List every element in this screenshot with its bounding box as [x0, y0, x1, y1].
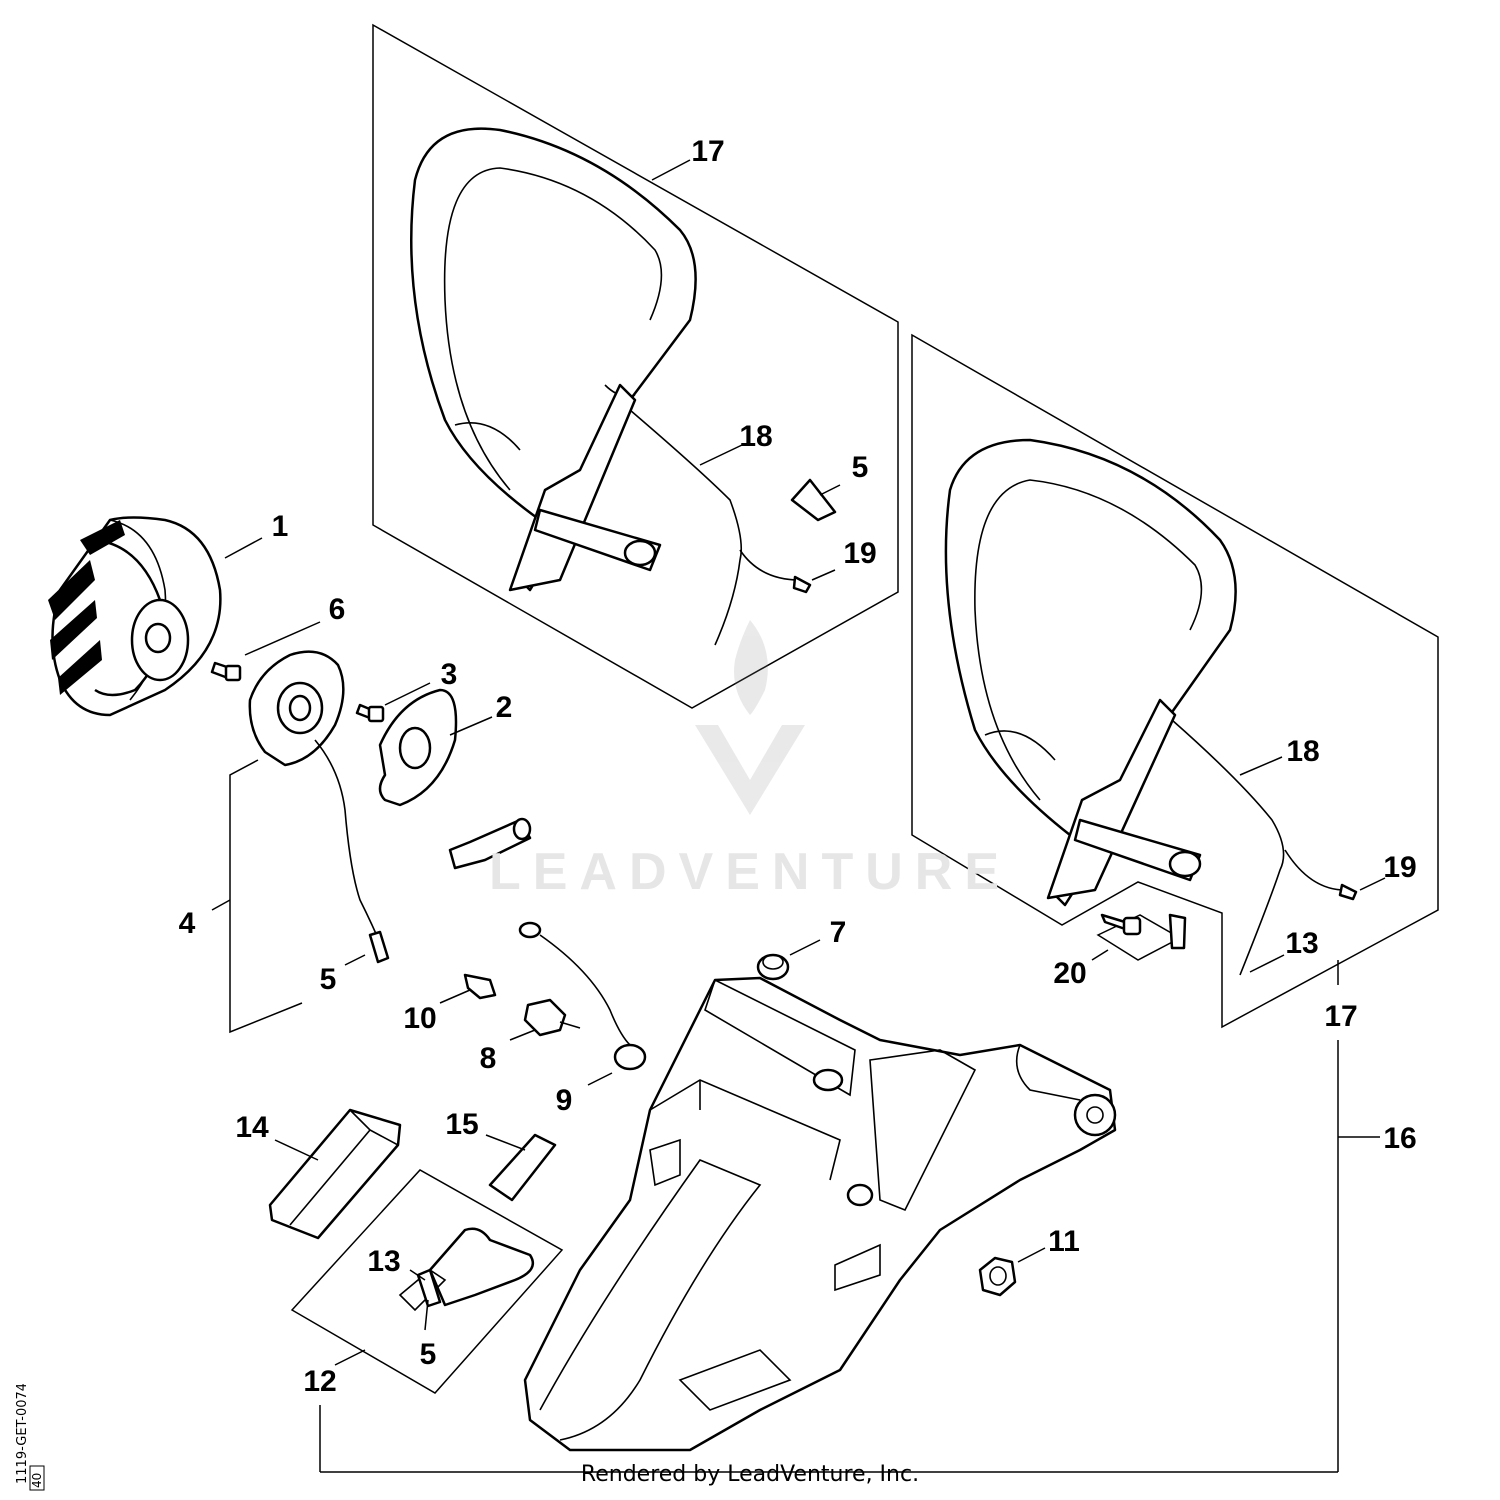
callout-20: 20 [1053, 957, 1086, 990]
callout-13: 13 [1285, 927, 1318, 960]
callout-3: 3 [441, 658, 458, 691]
callout-17: 17 [691, 135, 724, 168]
handlebar-right [944, 438, 1358, 976]
cable-part-9 [518, 921, 647, 1071]
watermark-logo [695, 620, 805, 815]
rendered-by-footer: Rendered by LeadVenture, Inc. [580, 1462, 920, 1487]
callout-14: 14 [235, 1111, 269, 1144]
screw-part-6 [210, 661, 242, 682]
part-19-top [792, 569, 836, 594]
part-15 [488, 1133, 557, 1202]
pin-part-5-top [790, 478, 841, 522]
spark-plug-boot [448, 817, 532, 870]
callout-18: 18 [739, 420, 772, 453]
housing-part-16 [523, 976, 1117, 1452]
part-8 [523, 998, 581, 1037]
callout-5: 5 [852, 451, 869, 484]
callout-1: 1 [272, 510, 289, 543]
callout-7: 7 [830, 916, 847, 949]
callout-5: 5 [420, 1338, 437, 1371]
nut-part-11 [978, 1256, 1017, 1297]
handlebar-kit-right-box [911, 333, 1439, 1029]
callout-17: 17 [1324, 1000, 1357, 1033]
grommet-part-7 [756, 953, 790, 981]
flywheel-part-1 [48, 516, 222, 717]
callout-6: 6 [329, 593, 346, 626]
callout-18: 18 [1286, 735, 1319, 768]
callout-13: 13 [367, 1245, 400, 1278]
plate-part-2 [378, 688, 458, 807]
callout-5: 5 [320, 963, 337, 996]
callout-19: 19 [843, 537, 876, 570]
callout-9: 9 [556, 1084, 573, 1117]
callout-11: 11 [1048, 1225, 1080, 1258]
drawing-page-text: 40 [30, 1473, 44, 1488]
handlebar-kit-left-box [372, 23, 899, 709]
callout-16: 16 [1383, 1122, 1416, 1155]
callout-4: 4 [179, 907, 196, 940]
foam-part-14 [268, 1108, 402, 1240]
callout-10: 10 [403, 1002, 436, 1035]
drawing-code-stamp: 1119-GET-0074 40 [15, 1384, 45, 1491]
callout-12: 12 [303, 1365, 336, 1398]
screw-part-20 [1091, 913, 1187, 961]
handlebar-left [410, 127, 801, 646]
callout-19: 19 [1383, 851, 1416, 884]
ignition-module-part-4 [248, 650, 390, 964]
callout-8: 8 [480, 1042, 497, 1075]
part-10 [463, 973, 497, 1000]
callout-15: 15 [445, 1108, 478, 1141]
watermark-text: LEADVENTURE [488, 843, 1012, 901]
drawing-code-text: 1119-GET-0074 [15, 1384, 30, 1484]
screw-part-3 [355, 703, 385, 723]
callout-2: 2 [496, 691, 513, 724]
